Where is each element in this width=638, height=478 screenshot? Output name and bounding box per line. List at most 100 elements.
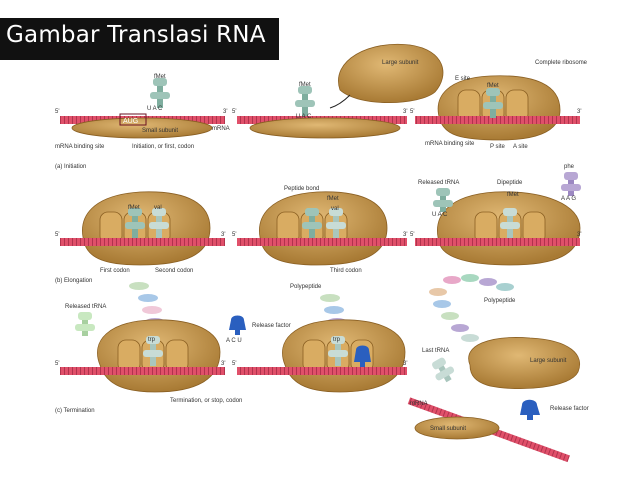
anticodon-label: U A C xyxy=(432,212,448,218)
fmet-trna xyxy=(483,88,503,118)
trp-trna xyxy=(328,336,348,366)
release-factor-icon xyxy=(229,315,246,335)
val-label: val xyxy=(331,206,339,212)
polypeptide-label: Polypeptide xyxy=(290,284,322,290)
mrna-binding-site-label: mRNA binding site xyxy=(55,144,105,150)
termination-codon-label: Termination, or stop, codon xyxy=(170,398,242,404)
start-codon-box xyxy=(119,113,147,126)
phe-trna xyxy=(561,172,581,196)
trp-label: trp xyxy=(333,337,341,343)
elongation-panel-label: (b) Elongation xyxy=(55,278,92,284)
elongation-panel-1: fMet val First codon Second codon (b) El… xyxy=(55,191,225,284)
initiation-panel-2: Large subunit fMet U A C 5' 3' xyxy=(232,43,444,139)
fmet-label: fMet xyxy=(487,83,499,89)
val-trna xyxy=(500,208,520,238)
p-site-label: P site xyxy=(490,144,506,150)
released-trna xyxy=(433,188,453,212)
mrna-binding-site-label: mRNA binding site xyxy=(425,141,475,147)
dipeptide-label: Dipeptide xyxy=(497,180,523,186)
release-factor-icon xyxy=(520,399,540,420)
termination-panel-3: Polypeptide Large subunit Last tRNA mRNA… xyxy=(407,274,589,463)
fmet-trna xyxy=(302,208,322,238)
mrna-label: mRNA xyxy=(212,126,230,132)
anticodon-label: A C U xyxy=(226,338,242,344)
five-prime-label: 5' xyxy=(410,232,414,238)
release-factor-label: Release factor xyxy=(550,406,589,412)
trp-label: trp xyxy=(148,337,156,343)
small-subunit-label: Small subunit xyxy=(142,128,178,134)
last-trna xyxy=(432,357,455,383)
five-prime-label: 5' xyxy=(410,109,414,115)
val-label: val xyxy=(154,205,162,211)
anticodon-label: A A G xyxy=(561,196,576,202)
peptide-bond-label: Peptide bond xyxy=(284,186,319,192)
three-prime-label: 3' xyxy=(403,361,407,367)
three-prime-label: 3' xyxy=(577,109,581,115)
phe-label: phe xyxy=(564,164,575,170)
fmet-label: fMet xyxy=(299,82,311,88)
fmet-label: fMet xyxy=(327,196,339,202)
mrna-strand xyxy=(237,238,407,246)
three-prime-label: 3' xyxy=(223,109,227,115)
trp-trna xyxy=(143,336,163,366)
mrna-strand xyxy=(415,238,580,246)
three-prime-label: 3' xyxy=(577,232,581,238)
first-codon-label: First codon xyxy=(100,268,130,274)
five-prime-label: 5' xyxy=(232,361,236,367)
five-prime-label: 5' xyxy=(232,109,236,115)
small-subunit xyxy=(71,117,213,139)
small-subunit-label: Small subunit xyxy=(430,426,466,432)
initiation-panel-1: AUG fMet U A C 5' 3' mRNA Small subunit … xyxy=(55,74,230,170)
large-subunit xyxy=(468,337,580,390)
fmet-trna xyxy=(295,86,315,116)
released-polypeptide xyxy=(429,274,514,342)
start-codon-label: AUG xyxy=(123,118,138,125)
fmet-trna xyxy=(125,208,145,238)
val-trna xyxy=(149,208,169,238)
a-site-label: A site xyxy=(513,144,528,150)
polypeptide-label: Polypeptide xyxy=(484,298,516,304)
three-prime-label: 3' xyxy=(403,232,407,238)
three-prime-label: 3' xyxy=(221,361,225,367)
e-site-label: E site xyxy=(455,76,471,82)
five-prime-label: 5' xyxy=(55,361,59,367)
large-subunit-label: Large subunit xyxy=(382,60,419,66)
assembly-arrow xyxy=(329,94,351,109)
initiation-panel-label: (a) Initiation xyxy=(55,164,86,170)
termination-panel-2: Polypeptide trp 5' 3' xyxy=(232,284,407,393)
three-prime-label: 3' xyxy=(403,109,407,115)
fmet-trna xyxy=(150,78,170,108)
initiation-codon-label: Initiation, or first, codon xyxy=(132,144,194,150)
released-trna-label: Released tRNA xyxy=(418,180,459,186)
five-prime-label: 5' xyxy=(55,232,59,238)
release-factor-label: Release factor xyxy=(252,323,291,329)
released-trna xyxy=(75,312,95,336)
val-trna xyxy=(326,208,346,238)
mrna-label: mRNA xyxy=(410,401,428,407)
large-subunit-label: Large subunit xyxy=(530,358,567,364)
anticodon-label: U A C xyxy=(147,106,163,112)
termination-panel-1: trp Released tRNA Release factor A C U T… xyxy=(55,282,291,414)
title-banner: Gambar Translasi RNA xyxy=(0,18,279,60)
five-prime-label: 5' xyxy=(55,109,59,115)
anticodon-label: U A C xyxy=(296,114,312,120)
termination-panel-label: (c) Termination xyxy=(55,408,95,414)
mrna-strand xyxy=(60,367,225,375)
complete-ribosome-label: Complete ribosome xyxy=(535,60,588,66)
second-codon-label: Second codon xyxy=(155,268,193,274)
small-subunit xyxy=(249,117,401,139)
released-trna-label: Released tRNA xyxy=(65,304,106,310)
fmet-label: fMet xyxy=(154,74,166,80)
fmet-label: fMet xyxy=(507,192,519,198)
release-factor-icon xyxy=(354,345,371,367)
mrna-strand xyxy=(237,367,407,375)
large-subunit xyxy=(338,43,444,103)
small-subunit xyxy=(414,416,500,440)
initiation-panel-3: fMet E site Complete ribosome mRNA bindi… xyxy=(410,60,588,150)
last-trna-label: Last tRNA xyxy=(422,348,449,354)
elongation-panel-3: Released tRNA U A C Dipeptide fMet phe A… xyxy=(410,164,581,266)
page-title: Gambar Translasi RNA xyxy=(6,22,266,48)
mrna-strand xyxy=(415,116,580,124)
fmet-label: fMet xyxy=(128,205,140,211)
